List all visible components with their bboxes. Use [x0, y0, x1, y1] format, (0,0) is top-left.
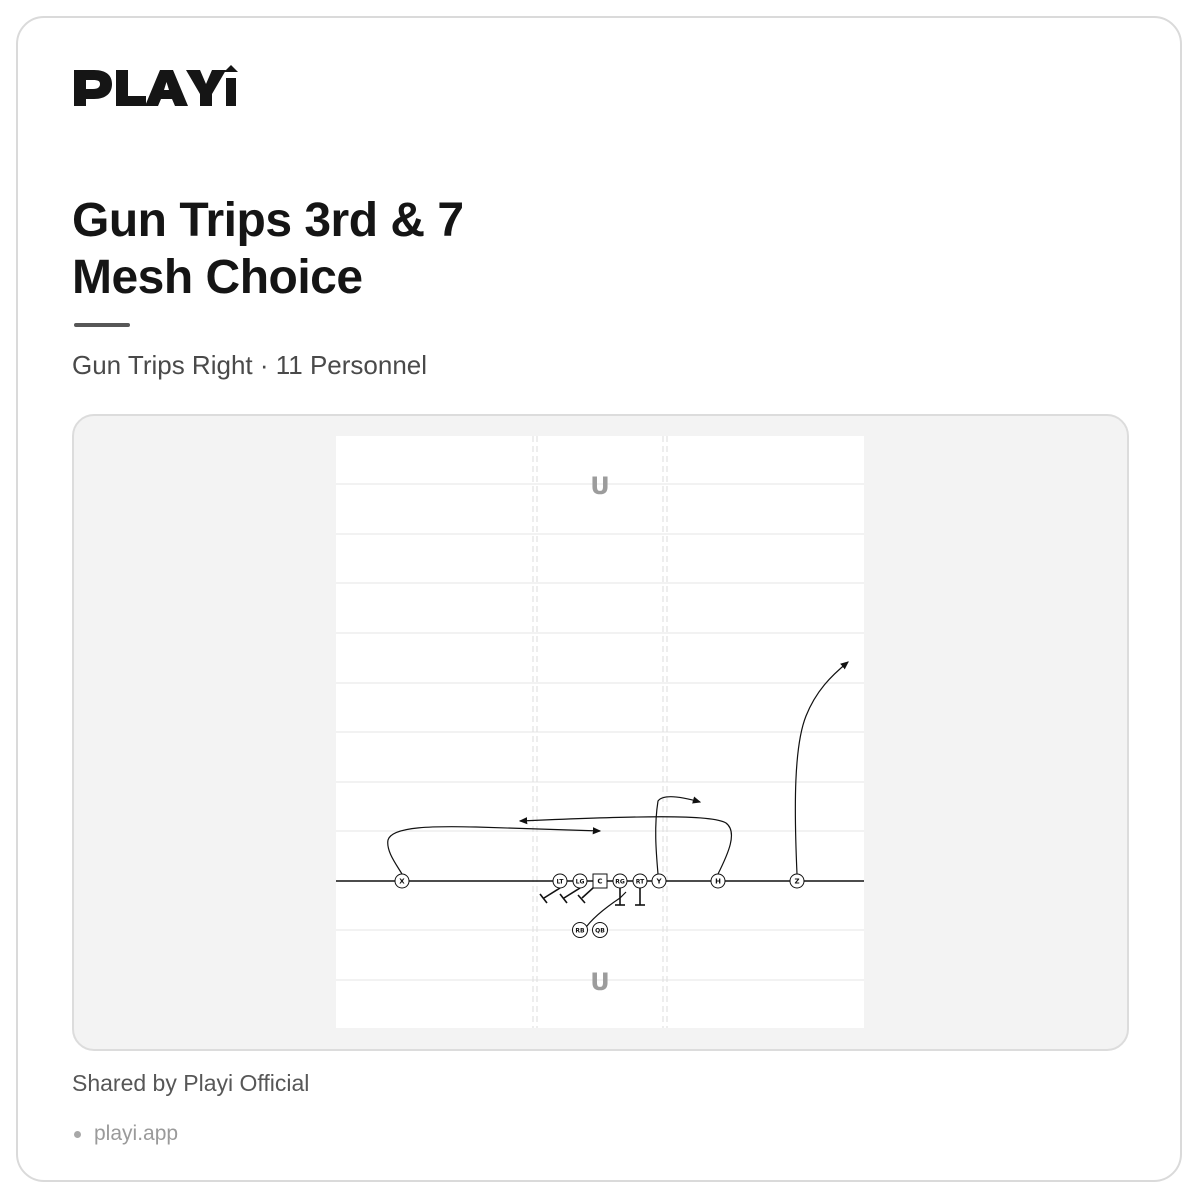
site-link[interactable]: playi.app [94, 1122, 179, 1145]
play-diagram: U U X LT LG C RG RT Y [336, 436, 864, 1028]
player-h: H [710, 873, 726, 889]
play-title-line-2: Mesh Choice [72, 251, 363, 304]
player-qb-label: QB [595, 928, 605, 935]
player-lt-label: LT [557, 879, 565, 886]
player-c-label: C [597, 878, 602, 886]
hash-marks [532, 436, 668, 1028]
player-x-label: X [399, 878, 405, 886]
player-lg-label: LG [576, 879, 585, 886]
player-z-label: Z [794, 878, 799, 886]
player-rt-label: RT [636, 879, 645, 886]
play-title-line-1: Gun Trips 3rd & 7 [72, 194, 464, 247]
player-rb: RB [572, 922, 588, 938]
shared-by-text: Shared by Playi Official [72, 1070, 310, 1096]
player-rb-label: RB [575, 928, 585, 935]
player-x: X [394, 873, 410, 889]
title-divider [74, 323, 130, 327]
field-mark-top: U [590, 472, 610, 500]
player-h-label: H [715, 878, 721, 886]
bullet-dot [74, 1131, 81, 1138]
blocking-assignments [539, 887, 645, 906]
route-h [518, 816, 732, 875]
formation-label: Gun Trips Right · 11 Personnel [72, 350, 428, 380]
playi-logo [74, 65, 238, 106]
route-y [655, 796, 702, 875]
player-qb: QB [592, 922, 608, 938]
route-x [387, 826, 602, 875]
field-mark-bottom: U [590, 968, 610, 996]
player-c: C [592, 873, 608, 889]
player-y: Y [651, 873, 667, 889]
player-y-label: Y [655, 878, 662, 886]
player-lg: LG [572, 873, 588, 889]
route-z [794, 661, 849, 875]
player-rg-label: RG [615, 879, 625, 886]
player-rg: RG [612, 873, 628, 889]
play-title: Gun Trips 3rd & 7 Mesh Choice [72, 192, 464, 306]
player-lt: LT [552, 873, 568, 889]
player-rt: RT [632, 873, 648, 889]
player-z: Z [789, 873, 805, 889]
